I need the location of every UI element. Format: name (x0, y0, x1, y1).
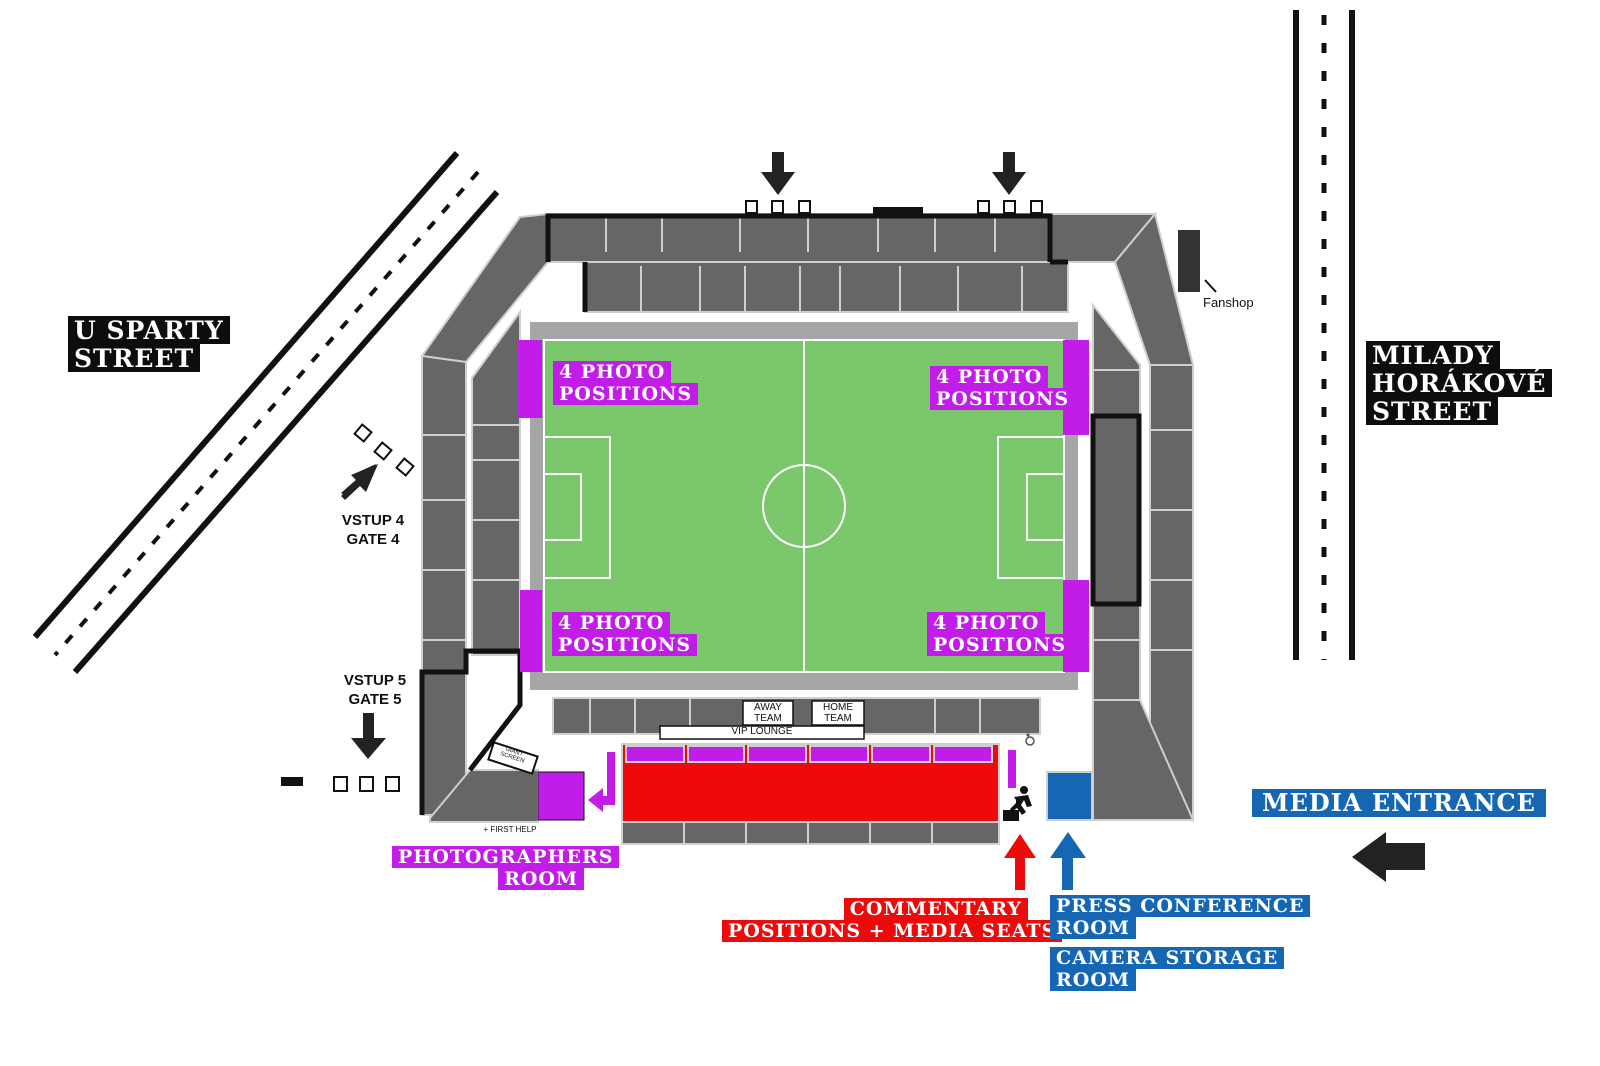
stand-outlines (419, 213, 1142, 815)
photo-line-1: 4 PHOTO (930, 366, 1049, 388)
wheelchair-icon (1025, 733, 1035, 746)
away-line-2: TEAM (754, 712, 782, 724)
commentary-top-row (625, 745, 993, 763)
first-help-label: + FIRST HELP (483, 825, 537, 834)
arrow-left-icon (1352, 832, 1425, 882)
photo-positions-label-se: 4 PHOTO POSITIONS (927, 612, 1073, 656)
media-entrance-text: MEDIA ENTRANCE (1252, 789, 1546, 817)
gate-4-line-2: GATE 4 (346, 530, 400, 548)
pitch-markings (543, 340, 1065, 672)
u-sparty-road (32, 151, 500, 674)
photo-line-1: 4 PHOTO (552, 612, 671, 634)
away-line-1: AWAY (754, 702, 782, 713)
press-line-1: PRESS CONFERENCE (1050, 895, 1311, 917)
street-line-2: HORÁKOVÉ (1366, 369, 1553, 397)
camera-storage-label: CAMERA STORAGE ROOM (1050, 947, 1285, 991)
photo-positions-label-ne: 4 PHOTO POSITIONS (930, 366, 1076, 410)
gate-squares (333, 200, 1043, 792)
street-line-1: U SPARTY (68, 316, 230, 344)
media-entrance-label: MEDIA ENTRANCE (1252, 789, 1546, 817)
west-corner (420, 212, 549, 364)
gate-5-line-2: GATE 5 (348, 690, 402, 708)
gate-5-label: VSTUP 5 GATE 5 (335, 672, 415, 710)
photographers-line-2: ROOM (498, 868, 584, 890)
press-conference-box (1046, 771, 1093, 821)
photo-markers (518, 340, 1089, 672)
street-label-milady-horakove: MILADY HORÁKOVÉ STREET (1366, 341, 1553, 425)
home-team-label: HOME TEAM (812, 702, 864, 724)
fanshop-pointer (1204, 279, 1217, 293)
photo-line-2: POSITIONS (553, 383, 699, 405)
street-line-1: MILADY (1366, 341, 1500, 369)
away-team-label: AWAY TEAM (743, 702, 793, 724)
photographers-room-box (537, 771, 585, 821)
giant-screen (487, 741, 539, 775)
commentary-line-2: POSITIONS + MEDIA SEATS (722, 920, 1063, 942)
vip-lounge-label: VIP LOUNGE (731, 726, 793, 737)
seat-dividers (422, 214, 1193, 844)
photographers-line-1: PHOTOGRAPHERS (392, 846, 620, 868)
press-line-2: ROOM (1050, 917, 1136, 939)
arrow-down-icon (761, 152, 795, 195)
north-stand-upper (547, 213, 1158, 263)
photo-positions-label-nw: 4 PHOTO POSITIONS (553, 361, 699, 405)
north-stand-lower (584, 261, 1069, 313)
south-stand-lower (621, 821, 1000, 845)
west-stand-outer (421, 354, 467, 816)
arrow-down-icon (992, 152, 1026, 195)
press-conference-label: PRESS CONFERENCE ROOM (1050, 895, 1311, 939)
street-line-3: STREET (1366, 397, 1499, 425)
running-person-icon (1003, 786, 1032, 821)
photo-line-2: POSITIONS (552, 634, 698, 656)
commentary-label: COMMENTARY POSITIONS + MEDIA SEATS (722, 898, 1063, 942)
gate-bar (281, 777, 303, 786)
photo-line-2: POSITIONS (927, 634, 1073, 656)
gate-4-line-1: VSTUP 4 (341, 512, 405, 529)
gate-5-line-1: VSTUP 5 (343, 672, 407, 689)
home-line-2: TEAM (824, 712, 852, 724)
north-gate-bar (873, 207, 923, 215)
arrow-up-icon (1050, 832, 1086, 890)
commentary-marker (1008, 750, 1016, 788)
milady-horakove-road (1293, 10, 1355, 660)
west-stand-inner (471, 308, 521, 656)
street-line-2: STREET (68, 344, 201, 372)
dugouts (659, 700, 865, 740)
arrow-up-icon (1004, 834, 1036, 890)
street-label-u-sparty: U SPARTY STREET (68, 316, 230, 372)
photographers-arrow-icon (588, 752, 615, 812)
arrow-diagonal-icon (341, 464, 378, 500)
camera-line-2: ROOM (1050, 969, 1136, 991)
gate-4-label: VSTUP 4 GATE 4 (333, 512, 413, 550)
photo-line-1: 4 PHOTO (553, 361, 672, 383)
photographers-room-label: PHOTOGRAPHERS ROOM (392, 846, 620, 890)
fanshop-label: Fanshop (1203, 295, 1254, 310)
photo-line-2: POSITIONS (930, 388, 1076, 410)
camera-line-1: CAMERA STORAGE (1050, 947, 1285, 969)
photo-positions-label-sw: 4 PHOTO POSITIONS (552, 612, 698, 656)
photo-line-1: 4 PHOTO (927, 612, 1046, 634)
home-line-1: HOME (823, 702, 853, 713)
arrow-down-icon (351, 713, 386, 759)
fanshop-building (1178, 230, 1200, 292)
commentary-line-1: COMMENTARY (843, 898, 1028, 920)
